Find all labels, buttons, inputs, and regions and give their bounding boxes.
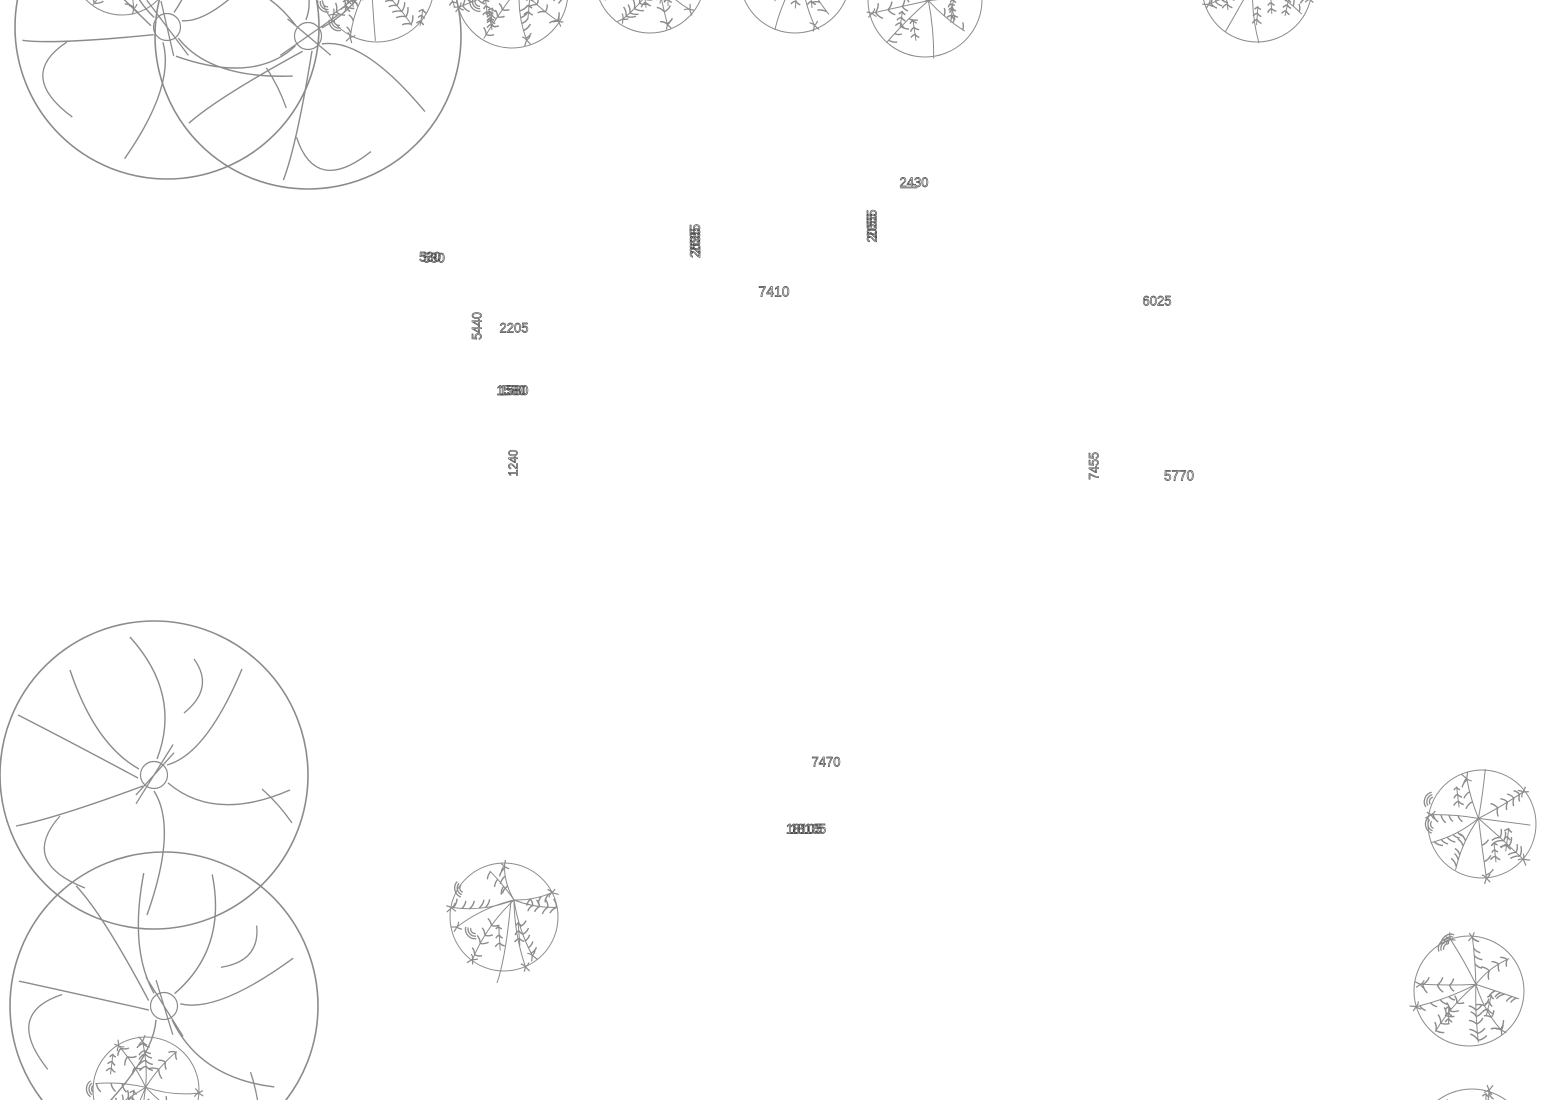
svg-text:18105: 18105 xyxy=(790,821,826,837)
svg-text:2055: 2055 xyxy=(864,214,880,243)
svg-text:6025: 6025 xyxy=(1143,293,1172,309)
svg-text:530: 530 xyxy=(419,249,441,265)
svg-text:1240: 1240 xyxy=(506,450,521,477)
svg-text:1580: 1580 xyxy=(497,383,526,399)
svg-text:5770: 5770 xyxy=(1164,467,1194,484)
svg-text:7455: 7455 xyxy=(1086,452,1102,480)
svg-text:7410: 7410 xyxy=(758,284,789,301)
svg-text:2205: 2205 xyxy=(500,320,529,336)
svg-text:5440: 5440 xyxy=(469,312,485,340)
svg-text:2055: 2055 xyxy=(864,210,880,239)
svg-text:7470: 7470 xyxy=(812,754,841,770)
svg-text:2635: 2635 xyxy=(686,228,703,258)
svg-text:2635: 2635 xyxy=(686,224,703,254)
svg-text:530: 530 xyxy=(423,250,445,266)
svg-text:18105: 18105 xyxy=(786,821,822,837)
svg-text:1580: 1580 xyxy=(500,383,529,399)
